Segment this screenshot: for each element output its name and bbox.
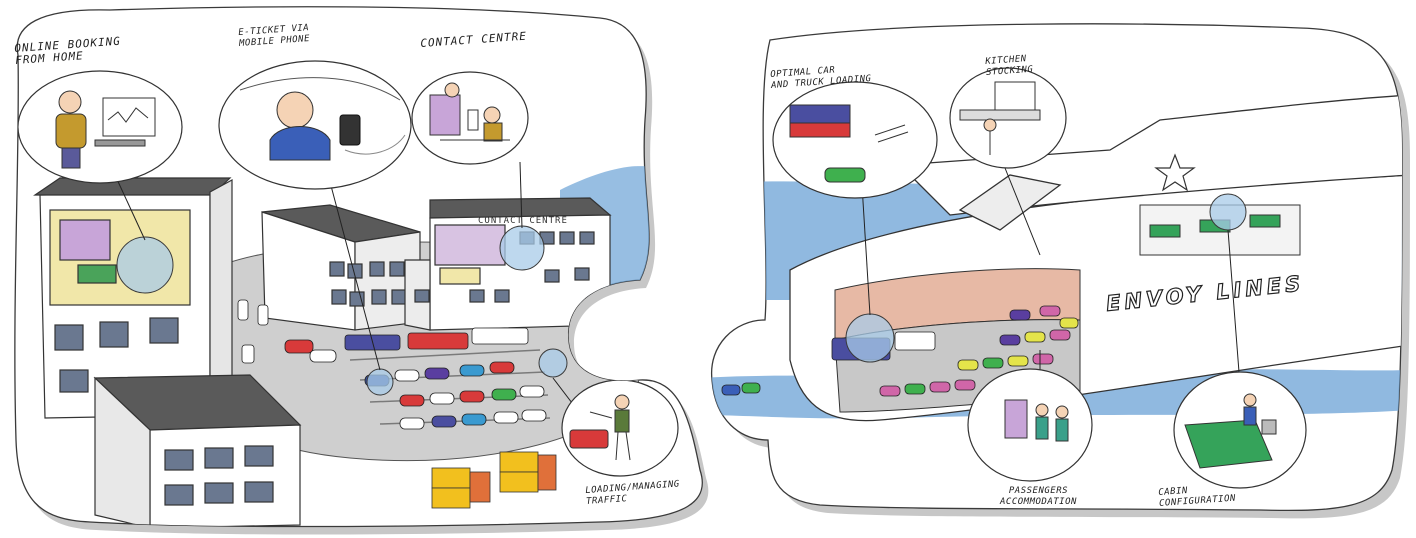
building-sign-contact-centre: CONTACT CENTRE: [478, 216, 568, 226]
bubble-passengers: [968, 369, 1092, 481]
bubble-kitchen: [950, 68, 1066, 168]
label-kitchen: KITCHEN STOCKING: [985, 54, 1034, 79]
right-puzzle-piece: [700, 24, 1410, 511]
left-puzzle-piece: [15, 7, 702, 528]
label-passengers: PASSENGERS ACCOMMODATION: [1000, 486, 1077, 508]
bubble-contact-centre: [412, 72, 528, 164]
bubble-car-loading: [773, 82, 937, 198]
bubble-e-ticket: [219, 61, 411, 189]
bubble-loading-traffic: [562, 380, 678, 476]
office-building-lower: [95, 375, 300, 528]
bubble-cabin-configuration: [1174, 372, 1306, 488]
bubble-online-booking: [18, 71, 182, 183]
